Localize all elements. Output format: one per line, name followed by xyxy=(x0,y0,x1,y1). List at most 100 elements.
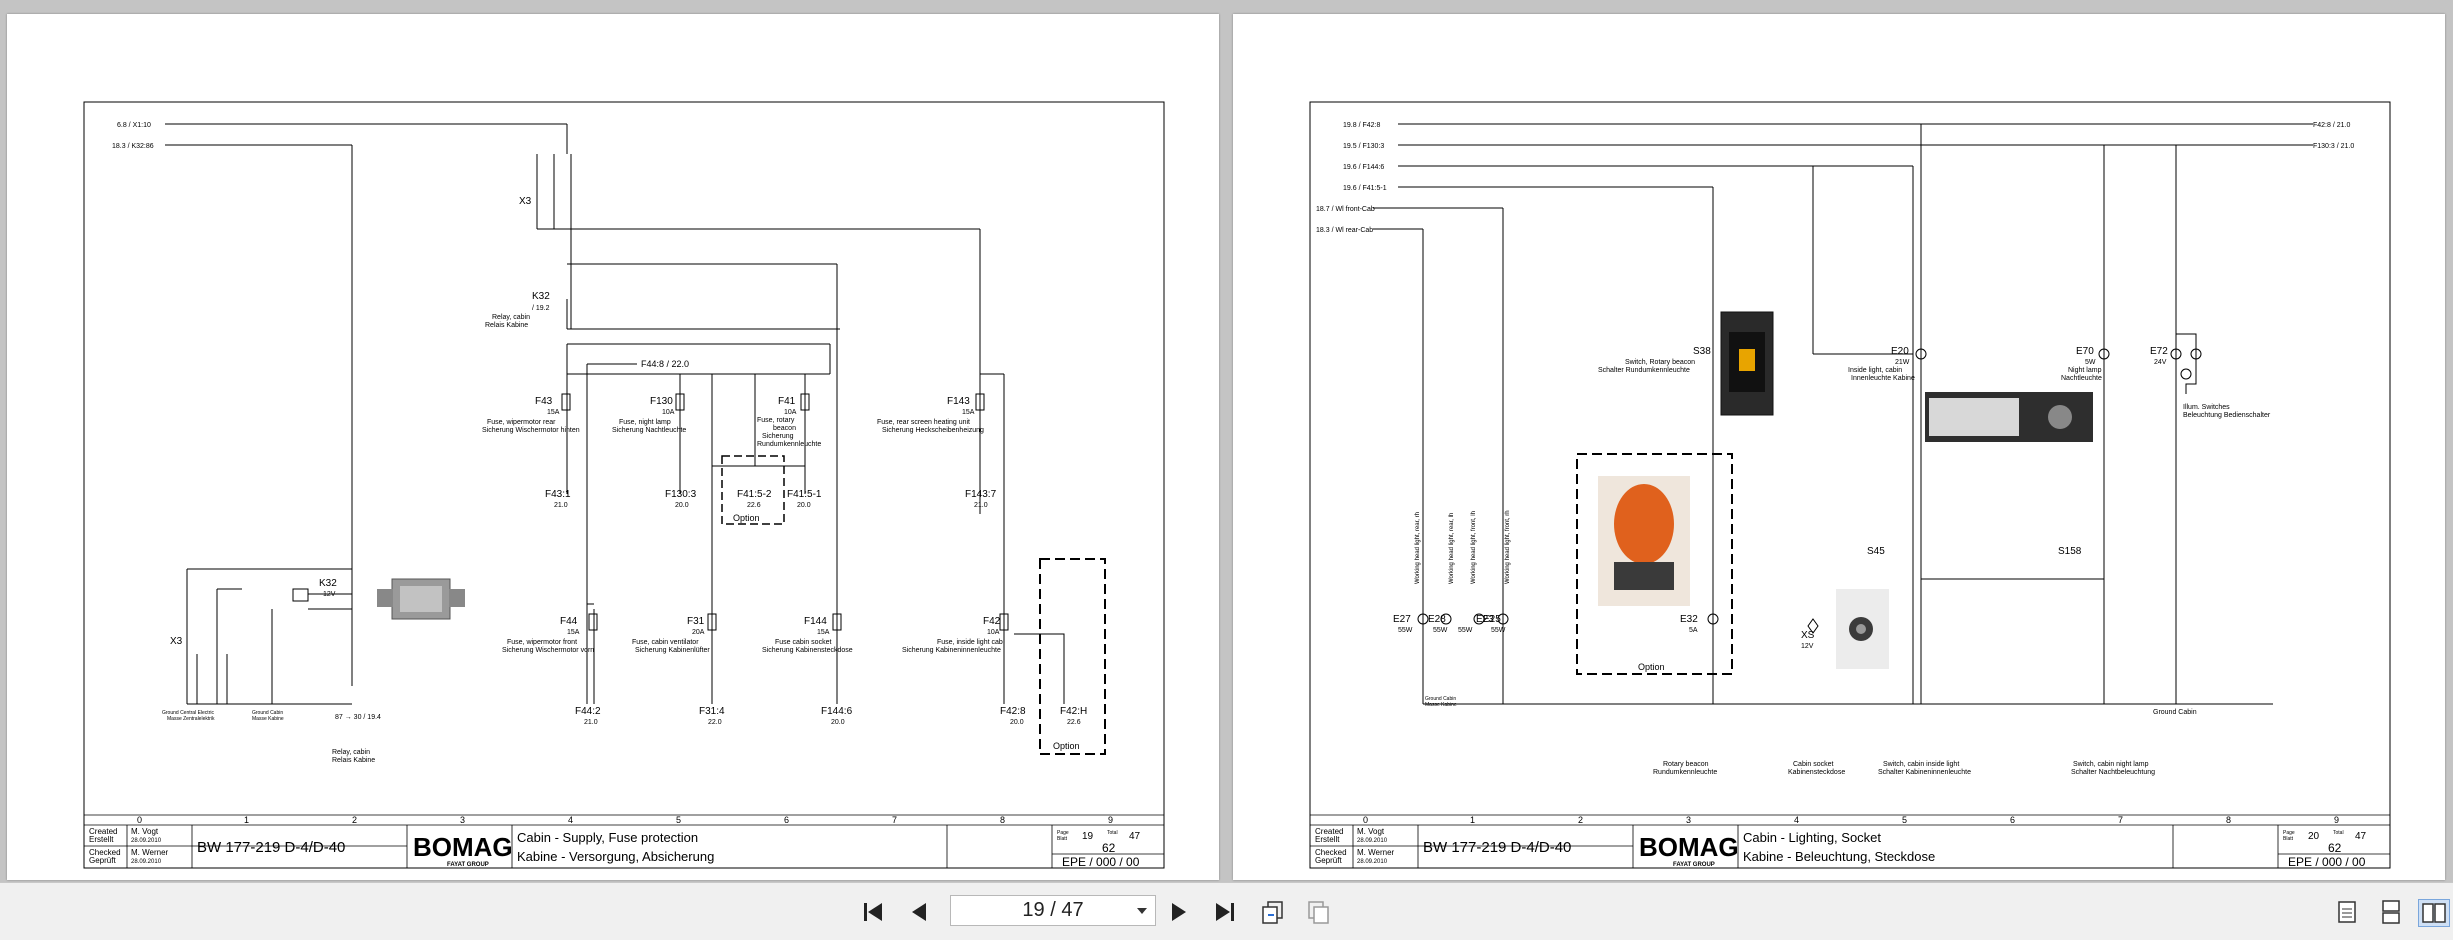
facing-forward-button[interactable] xyxy=(1306,899,1332,925)
svg-text:F31:4: F31:4 xyxy=(699,706,725,717)
rotary-switch-photo xyxy=(1720,311,1774,416)
next-page-button[interactable] xyxy=(1166,899,1192,925)
page-number-select[interactable]: 19 / 47 xyxy=(950,895,1156,926)
svg-text:Ground Central Electric: Ground Central Electric xyxy=(162,710,214,716)
svg-text:Fuse, night lamp: Fuse, night lamp xyxy=(619,419,671,426)
svg-text:Sicherung Wischermotor vorn: Sicherung Wischermotor vorn xyxy=(502,647,594,654)
svg-text:E32: E32 xyxy=(1680,614,1698,625)
svg-text:Rotary beacon: Rotary beacon xyxy=(1663,761,1709,768)
single-page-icon xyxy=(2338,901,2356,923)
svg-text:X3: X3 xyxy=(170,636,183,647)
svg-text:Relais Kabine: Relais Kabine xyxy=(332,757,375,764)
svg-text:S45: S45 xyxy=(1867,546,1885,557)
svg-text:Fuse, wipermotor rear: Fuse, wipermotor rear xyxy=(487,419,556,426)
svg-text:Page: Page xyxy=(2283,830,2295,836)
svg-text:F42:8 / 21.0: F42:8 / 21.0 xyxy=(2313,122,2350,129)
svg-text:Kabine - Beleuchtung, Steckdos: Kabine - Beleuchtung, Steckdose xyxy=(1743,849,1935,864)
svg-text:47: 47 xyxy=(2355,831,2367,842)
facing-back-button[interactable] xyxy=(1260,899,1286,925)
svg-text:/ 19.2: / 19.2 xyxy=(532,305,550,312)
relay-photo xyxy=(377,578,465,620)
svg-text:Created: Created xyxy=(1315,827,1343,836)
svg-text:10A: 10A xyxy=(784,409,797,416)
triangle-right-icon xyxy=(1172,903,1186,921)
svg-text:62: 62 xyxy=(1102,841,1116,855)
svg-text:F144:6: F144:6 xyxy=(821,706,853,717)
inside-light-photo xyxy=(1925,392,2093,442)
svg-text:F143:7: F143:7 xyxy=(965,489,997,500)
svg-text:19.6 / F144:6: 19.6 / F144:6 xyxy=(1343,164,1384,171)
svg-text:18.3 / Wl rear-Cab: 18.3 / Wl rear-Cab xyxy=(1316,227,1373,234)
svg-text:Fuse cabin socket: Fuse cabin socket xyxy=(775,639,831,646)
svg-text:BW 177-219 D-4/D-40: BW 177-219 D-4/D-40 xyxy=(1423,839,1571,856)
facing-pages-view-button[interactable] xyxy=(2418,899,2450,927)
svg-text:5W: 5W xyxy=(2085,359,2096,366)
svg-text:Fuse, rotary: Fuse, rotary xyxy=(757,417,795,424)
schematic-right-svg: 19.8 / F42:8 19.5 / F130:3 19.6 / F144:6… xyxy=(1309,101,2391,869)
svg-text:F43: F43 xyxy=(535,396,553,407)
svg-text:Fuse, inside light cab: Fuse, inside light cab xyxy=(937,639,1003,646)
svg-text:F144: F144 xyxy=(804,616,827,627)
svg-text:Working head light, rear, rh: Working head light, rear, rh xyxy=(1415,512,1421,584)
svg-text:Illum. Switches: Illum. Switches xyxy=(2183,404,2230,411)
facing-pages-icon xyxy=(2422,903,2446,923)
svg-text:19.8 / F42:8: 19.8 / F42:8 xyxy=(1343,122,1380,129)
viewer-toolbar: 19 / 47 xyxy=(0,882,2453,940)
svg-text:Sicherung Nachtleuchte: Sicherung Nachtleuchte xyxy=(612,427,686,434)
svg-text:Relay, cabin: Relay, cabin xyxy=(492,314,530,321)
svg-text:19.6 / F41:5-1: 19.6 / F41:5-1 xyxy=(1343,185,1387,192)
svg-text:M. Vogt: M. Vogt xyxy=(131,827,159,836)
single-page-view-button[interactable] xyxy=(2334,899,2360,925)
svg-text:M. Werner: M. Werner xyxy=(131,848,169,857)
svg-text:10A: 10A xyxy=(987,629,1000,636)
svg-text:21.0: 21.0 xyxy=(974,502,988,509)
svg-text:Erstellt: Erstellt xyxy=(1315,835,1340,844)
svg-text:Innenleuchte Kabine: Innenleuchte Kabine xyxy=(1851,375,1915,382)
svg-text:22.6: 22.6 xyxy=(1067,719,1081,726)
svg-text:20.0: 20.0 xyxy=(797,502,811,509)
svg-text:BOMAG: BOMAG xyxy=(1639,832,1739,862)
svg-text:9: 9 xyxy=(2334,815,2339,825)
svg-text:28.09.2010: 28.09.2010 xyxy=(1357,838,1388,844)
svg-text:18.3 / K32:86: 18.3 / K32:86 xyxy=(112,143,154,150)
svg-text:Beleuchtung Bedienschalter: Beleuchtung Bedienschalter xyxy=(2183,412,2271,419)
svg-text:1: 1 xyxy=(1470,815,1475,825)
svg-text:0: 0 xyxy=(1363,815,1368,825)
svg-text:E27: E27 xyxy=(1393,614,1411,625)
svg-text:Option: Option xyxy=(1638,662,1665,672)
svg-text:F44:2: F44:2 xyxy=(575,706,601,717)
svg-text:15A: 15A xyxy=(962,409,975,416)
svg-text:E72: E72 xyxy=(2150,346,2168,357)
svg-text:FAYAT GROUP: FAYAT GROUP xyxy=(1673,862,1715,868)
svg-text:55W: 55W xyxy=(1433,627,1448,634)
continuous-pages-icon xyxy=(2382,900,2400,924)
svg-text:55W: 55W xyxy=(1458,627,1473,634)
continuous-view-button[interactable] xyxy=(2378,899,2404,925)
last-page-button[interactable] xyxy=(1212,899,1238,925)
svg-text:F43:1: F43:1 xyxy=(545,489,571,500)
svg-text:Rundumkennleuchte: Rundumkennleuchte xyxy=(757,441,821,448)
svg-text:FAYAT GROUP: FAYAT GROUP xyxy=(447,862,489,868)
svg-text:9: 9 xyxy=(1108,815,1113,825)
schematic-page-19: 6.8 / X1:10 18.3 / K32:86 X3 K32 / 19.2 … xyxy=(7,14,1219,880)
svg-text:Sicherung Heckscheibenheizung: Sicherung Heckscheibenheizung xyxy=(882,427,984,434)
svg-text:Switch, cabin night lamp: Switch, cabin night lamp xyxy=(2073,761,2149,768)
svg-text:Working head light, front, lh: Working head light, front, lh xyxy=(1471,511,1477,584)
first-page-button[interactable] xyxy=(860,899,886,925)
svg-text:15A: 15A xyxy=(547,409,560,416)
svg-text:20.0: 20.0 xyxy=(831,719,845,726)
svg-text:Option: Option xyxy=(733,513,760,523)
svg-text:Fuse, wipermotor front: Fuse, wipermotor front xyxy=(507,639,577,646)
previous-page-button[interactable] xyxy=(906,899,932,925)
svg-text:28.09.2010: 28.09.2010 xyxy=(131,859,162,865)
svg-text:Geprüft: Geprüft xyxy=(89,856,116,865)
svg-text:Nachtleuchte: Nachtleuchte xyxy=(2061,375,2102,382)
svg-text:F42:H: F42:H xyxy=(1060,706,1087,717)
svg-text:55W: 55W xyxy=(1398,627,1413,634)
svg-text:4: 4 xyxy=(1794,815,1799,825)
svg-text:21.0: 21.0 xyxy=(584,719,598,726)
svg-text:BW 177-219 D-4/D-40: BW 177-219 D-4/D-40 xyxy=(197,839,345,856)
svg-text:F42:8: F42:8 xyxy=(1000,706,1026,717)
svg-text:8: 8 xyxy=(2226,815,2231,825)
svg-text:F42: F42 xyxy=(983,616,1001,627)
